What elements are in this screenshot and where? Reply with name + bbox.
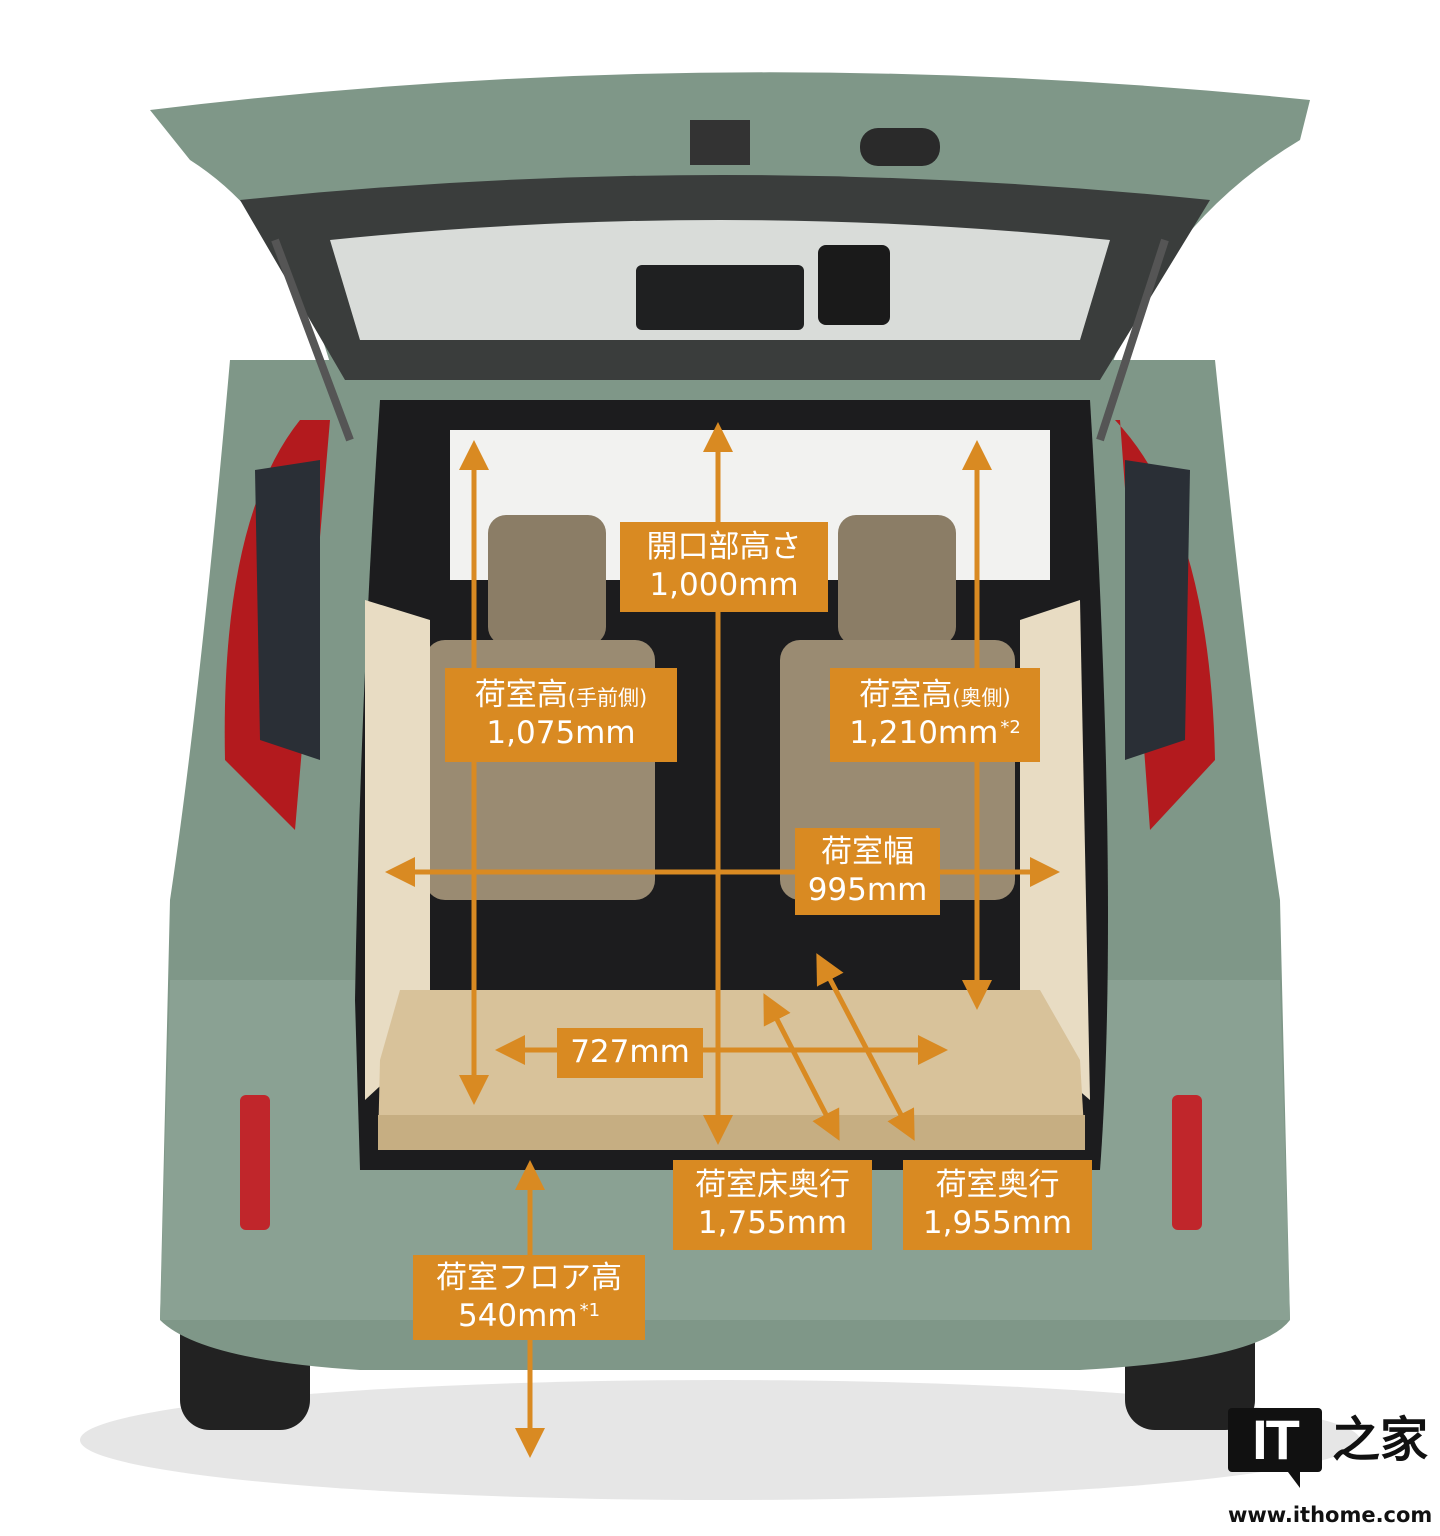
label-note: (手前側)	[567, 686, 648, 711]
label-between-wheelhouses: 727mm	[557, 1028, 703, 1078]
watermark-url: www.ithome.com	[1228, 1503, 1433, 1527]
label-title: 荷室奥行	[935, 1167, 1060, 1204]
label-title: 開口部高さ	[646, 529, 802, 566]
label-value: 540mm	[457, 1297, 578, 1334]
label-opening-height: 開口部高さ 1,000mm	[620, 522, 828, 612]
label-title: 荷室高	[474, 677, 568, 714]
label-title: 荷室高	[859, 677, 953, 714]
label-title: 荷室床奥行	[695, 1167, 850, 1204]
label-width: 荷室幅 995mm	[795, 828, 940, 915]
label-title: 荷室幅	[821, 833, 914, 870]
label-footnote: *2	[1000, 717, 1021, 738]
label-note: (奥側)	[952, 686, 1011, 711]
label-height-rear: 荷室高(奥側) 1,210mm*2	[830, 668, 1040, 762]
label-floor-depth: 荷室床奥行 1,755mm	[673, 1160, 872, 1250]
label-floor-height: 荷室フロア高 540mm*1	[413, 1255, 645, 1340]
arrow-depth	[816, 953, 915, 1141]
label-value: 1,755mm	[697, 1205, 848, 1241]
label-height-front: 荷室高(手前側) 1,075mm	[445, 668, 677, 762]
label-value: 1,075mm	[486, 715, 636, 751]
label-title: 荷室フロア高	[436, 1259, 622, 1296]
label-value: 727mm	[570, 1034, 690, 1071]
arrow-floor-depth	[763, 993, 840, 1141]
label-depth: 荷室奥行 1,955mm	[903, 1160, 1092, 1250]
label-value: 1,210mm	[849, 715, 999, 751]
label-footnote: *1	[579, 1299, 601, 1321]
label-value: 1,000mm	[649, 567, 799, 603]
ithome-logo: IT	[1228, 1408, 1322, 1488]
label-value: 1,955mm	[922, 1205, 1073, 1241]
label-value: 995mm	[807, 871, 928, 908]
ithome-logo-chinese: 之家	[1332, 1412, 1429, 1468]
